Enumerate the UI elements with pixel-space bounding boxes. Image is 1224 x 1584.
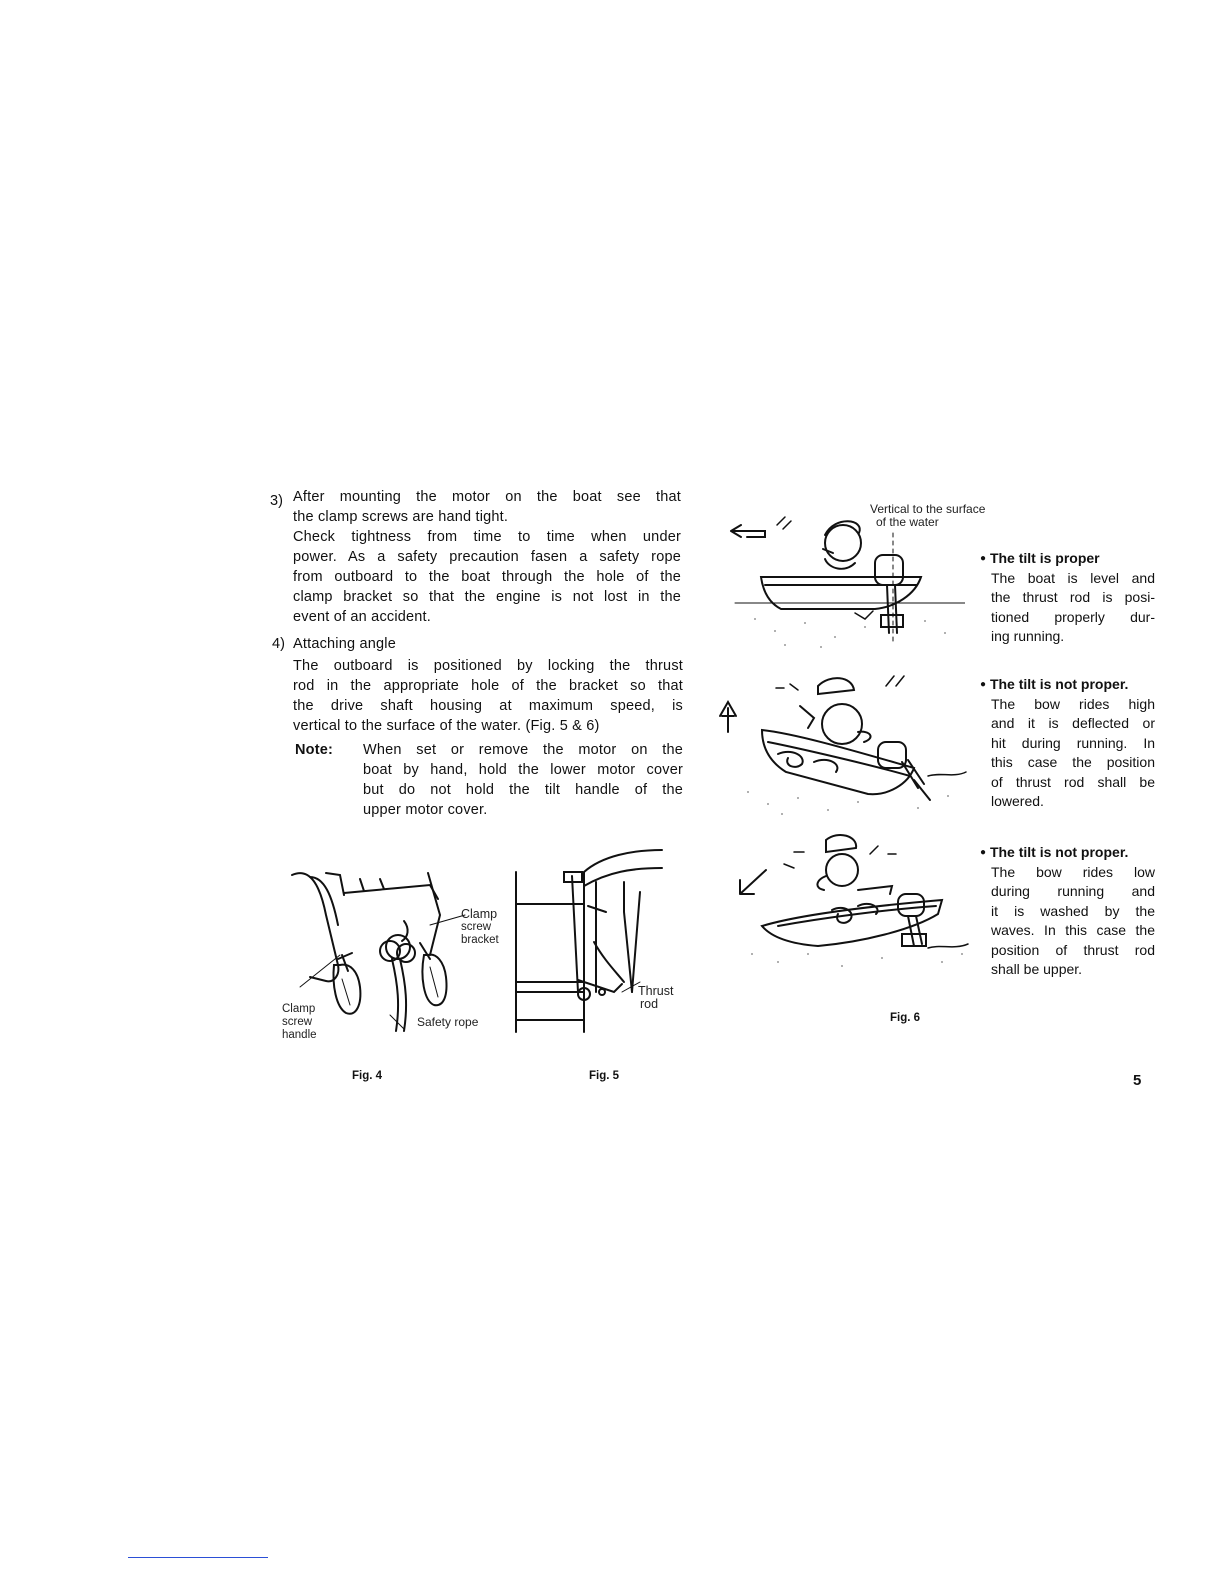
- text-line: When set or remove the motor on the: [363, 742, 683, 758]
- item-line: it is washed by the: [991, 902, 1155, 919]
- text-line: After mounting the motor on the boat see…: [293, 489, 681, 505]
- note-text: When set or remove the motor on the boat…: [363, 740, 683, 820]
- note-label: Note:: [295, 742, 334, 758]
- label-line: screw: [282, 1016, 313, 1028]
- item-line: shall be upper.: [991, 961, 1083, 977]
- fig-6-label-vertical: Vertical to the surface of the water: [870, 503, 985, 529]
- item-line: lowered.: [991, 793, 1044, 809]
- text-line: power. As a safety precaution fasen a sa…: [293, 549, 681, 565]
- text-line: the drive shaft housing at maximum speed…: [293, 698, 683, 714]
- item-title: The tilt is not proper.: [989, 844, 1129, 860]
- label-line: Vertical to the surface: [870, 502, 986, 516]
- text-line: Check tightness from time to time when u…: [293, 529, 681, 545]
- text-line: vertical to the surface of the water. (F…: [293, 718, 600, 734]
- label-line: screw: [461, 921, 492, 933]
- fig-6-item-bow-high: ● The tilt is not proper. The bow rides …: [980, 675, 1155, 812]
- section-3-number: 3): [270, 493, 283, 509]
- item-title: The tilt is proper: [989, 550, 1100, 566]
- fig-6-item-bow-low: ● The tilt is not proper. The bow rides …: [980, 843, 1155, 980]
- item-line: during running and: [991, 883, 1155, 899]
- label-line: Thrust: [638, 984, 674, 998]
- item-line: The bow rides low: [991, 863, 1155, 880]
- label-line: handle: [282, 1029, 317, 1041]
- footer-rule: [128, 1557, 268, 1558]
- item-line: The boat is level and: [991, 569, 1155, 586]
- fig-6-caption: Fig. 6: [890, 1012, 921, 1024]
- text-line: the clamp screws are hand tight.: [293, 509, 509, 525]
- fig-5-thrust-rod-illustration: [512, 842, 672, 1037]
- fig-5-label-thrust-rod: Thrust rod: [638, 985, 673, 1011]
- text-line: event of an accident.: [293, 609, 432, 625]
- label-line: Clamp: [282, 1003, 316, 1015]
- item-line: this case the position: [991, 754, 1155, 770]
- text-line: rod in the appropriate hole of the brack…: [293, 678, 683, 694]
- item-title: The tilt is not proper.: [989, 676, 1129, 692]
- section-3-text: After mounting the motor on the boat see…: [293, 487, 681, 627]
- item-line: of thrust rod shall be: [991, 773, 1155, 790]
- fig-6-item-tilt-proper: ● The tilt is proper The boat is level a…: [980, 549, 1155, 647]
- item-line: ing running.: [991, 628, 1065, 644]
- item-line: The bow rides high: [991, 695, 1155, 712]
- fig-6-bow-high-illustration: [718, 672, 973, 822]
- label-line: of the water: [876, 515, 939, 529]
- text-line: upper motor cover.: [363, 802, 488, 818]
- section-4-heading: Attaching angle: [293, 636, 396, 652]
- fig-4-label-safety-rope: Safety rope: [417, 1015, 479, 1029]
- item-line: the thrust rod is posi-: [991, 589, 1155, 605]
- fig-6-boat-level-illustration: [725, 515, 965, 655]
- bullet-icon: ●: [980, 679, 987, 690]
- fig-4-clamp-illustration: [280, 855, 520, 1035]
- text-line: clamp bracket so that the engine is not …: [293, 589, 681, 605]
- fig-4-label-clamp-screw-bracket: Clamp screw bracket: [461, 908, 499, 947]
- fig-6-bow-low-illustration: [722, 830, 972, 980]
- section-4-number: 4): [272, 636, 285, 652]
- bullet-icon: ●: [980, 847, 987, 858]
- item-line: waves. In this case the: [991, 922, 1155, 938]
- text-line: from outboard to the boat through the ho…: [293, 569, 681, 585]
- section-4-text: The outboard is positioned by locking th…: [293, 656, 683, 736]
- item-line: position of thrust rod: [991, 941, 1155, 958]
- fig-5-caption: Fig. 5: [589, 1070, 620, 1082]
- item-line: tioned properly dur-: [991, 608, 1155, 625]
- label-line: bracket: [461, 934, 499, 946]
- item-line: and it is deflected or: [991, 715, 1155, 731]
- text-line: The outboard is positioned by locking th…: [293, 658, 683, 674]
- label-line: Clamp: [461, 907, 498, 921]
- page-number: 5: [1133, 1072, 1142, 1089]
- bullet-icon: ●: [980, 553, 987, 564]
- fig-4-label-clamp-screw-handle: Clamp screw handle: [282, 1003, 317, 1042]
- item-line: hit during running. In: [991, 734, 1155, 751]
- text-line: but do not hold the tilt handle of the: [363, 782, 683, 798]
- label-line: rod: [640, 997, 659, 1011]
- text-line: boat by hand, hold the lower motor cover: [363, 762, 683, 778]
- fig-4-caption: Fig. 4: [352, 1070, 383, 1082]
